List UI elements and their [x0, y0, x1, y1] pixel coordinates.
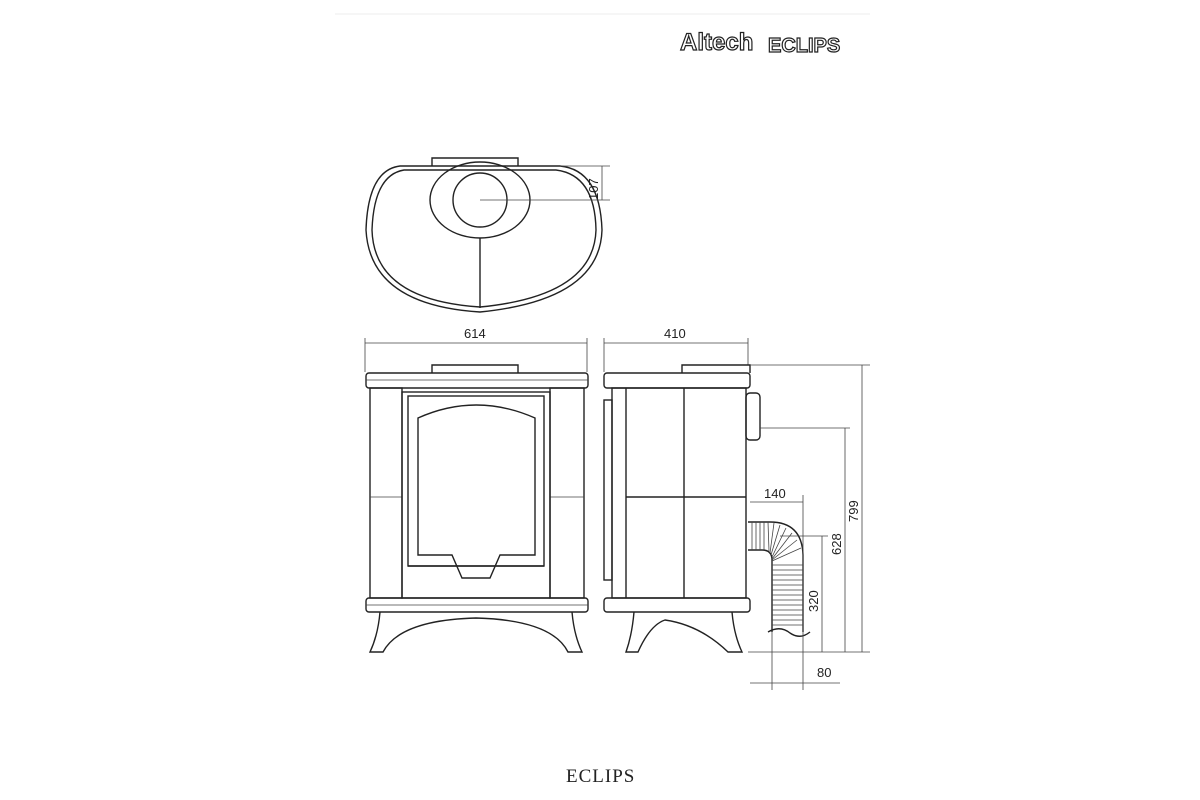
dim-pipe-height: 320	[806, 590, 821, 612]
svg-text:ECLIPS: ECLIPS	[768, 35, 840, 57]
dim-width: 614	[464, 326, 486, 341]
front-view: 614	[364, 326, 589, 653]
svg-text:Altech: Altech	[680, 29, 753, 56]
dim-total-height: 799	[846, 500, 861, 522]
dim-rear-flue-height: 628	[829, 533, 844, 555]
side-view: 410 799 628 320 140	[603, 326, 870, 690]
flue-pipe	[748, 521, 811, 637]
brand-logo: Altech ECLIPS	[679, 28, 840, 57]
dim-flue-offset: 107	[586, 178, 601, 200]
dim-depth: 410	[664, 326, 686, 341]
dim-rear-flue-offset: 140	[764, 486, 786, 501]
drawing-title: ECLIPS	[566, 766, 635, 787]
fire-door-glass	[417, 404, 536, 579]
top-view: 107	[365, 157, 610, 313]
dim-pipe-to-wall: 80	[817, 665, 831, 680]
